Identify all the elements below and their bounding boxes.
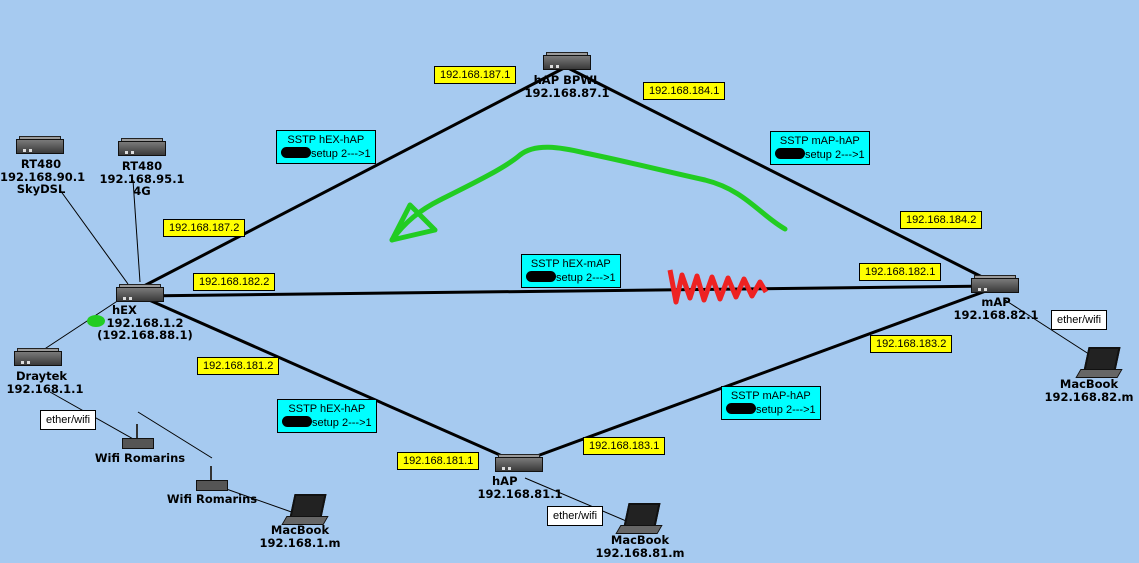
node-name: MacBook [1059, 377, 1119, 391]
ip-label-hex-187: 192.168.187.2 [163, 219, 246, 237]
node-hap-bpwl-label: hAP BPWL 192.168.87.1 [512, 74, 622, 99]
green-arrow-annotation [389, 144, 788, 243]
ip-label-map-182: 192.168.182.1 [859, 263, 942, 281]
tunnel-setup: setup 2--->1 [311, 148, 371, 160]
tunnel-label-map-hap-bottom: SSTP mAP-hAP setup 2--->1 [721, 386, 821, 420]
tunnel-name: SSTP hEX-hAP [288, 403, 366, 415]
link-wifi2-macbook1 [214, 484, 301, 516]
node-ip: 192.168.82.1 [953, 307, 1039, 322]
red-broken-link-annotation [667, 269, 769, 305]
ip-label-hap-bpwl-187: 192.168.187.1 [434, 66, 517, 84]
link-draytek-hex [39, 295, 126, 353]
node-name: hAP [492, 474, 518, 488]
tunnel-name: SSTP hEX-hAP [287, 134, 365, 146]
node-ip: 192.168.95.1 [99, 171, 185, 186]
note-map-link: ether/wifi [1051, 310, 1108, 330]
note-draytek-link: ether/wifi [40, 410, 97, 430]
node-name: Wifi Romarins [166, 492, 258, 506]
node-map-label: mAP 192.168.82.1 [946, 296, 1046, 321]
router-icon[interactable] [971, 275, 1019, 293]
redaction-mark [281, 147, 311, 158]
tunnel-setup: setup 2--->1 [756, 404, 816, 416]
node-wifi1-label: Wifi Romarins [92, 452, 188, 465]
node-ip: 192.168.1.1 [6, 381, 84, 396]
node-name: MacBook [270, 523, 330, 537]
link-hap-macbook81 [524, 477, 639, 527]
node-name: RT480 [20, 157, 62, 171]
access-point-icon[interactable] [122, 424, 154, 449]
link-rt480-4g-hex [132, 179, 141, 283]
node-rt480-sky-label: RT480 192.168.90.1 SkyDSL [0, 157, 86, 196]
laptop-icon[interactable] [615, 503, 663, 534]
node-draytek-label: Draytek 192.168.1.1 [0, 370, 90, 395]
router-icon[interactable] [543, 52, 591, 70]
router-icon[interactable] [118, 138, 166, 156]
link-hex-hap [139, 294, 519, 465]
tunnel-name: SSTP hEX-mAP [530, 258, 611, 270]
ip-label-hap-bpwl-184: 192.168.184.1 [643, 82, 726, 100]
green-mark-annotation [87, 315, 105, 327]
link-rt480-sky-hex [59, 189, 129, 285]
tunnel-setup: setup 2--->1 [805, 149, 865, 161]
node-name: hEX [112, 303, 137, 317]
ip-label-hex-182: 192.168.182.2 [193, 273, 276, 291]
router-icon[interactable] [495, 454, 543, 472]
node-ip: 192.168.87.1 [524, 85, 610, 100]
link-hex-hap-bpwl [139, 65, 567, 290]
tunnel-label-hex-hap-bottom: SSTP hEX-hAP setup 2--->1 [277, 399, 377, 433]
tunnel-name: SSTP mAP-hAP [779, 135, 860, 147]
node-extra: (192.168.88.1) [97, 328, 193, 342]
node-name: hAP BPWL [533, 73, 601, 87]
node-ip: 192.168.90.1 [0, 169, 86, 184]
laptop-icon[interactable] [1075, 347, 1123, 378]
link-map-macbook82 [1004, 299, 1096, 359]
node-extra: 4G [133, 184, 151, 198]
node-extra: SkyDSL [16, 182, 66, 196]
router-icon[interactable] [16, 136, 64, 154]
laptop-icon[interactable] [281, 494, 329, 525]
node-hap-label: hAP 192.168.81.1 [470, 475, 570, 500]
redaction-mark [282, 416, 312, 427]
tunnel-label-hex-hap-top: SSTP hEX-hAP setup 2--->1 [276, 130, 376, 164]
router-icon[interactable] [116, 284, 164, 302]
node-ip: 192.168.1.2 [106, 315, 184, 330]
redaction-mark [526, 271, 556, 282]
tunnel-name: SSTP mAP-hAP [730, 390, 811, 402]
node-hex-label: hEX 192.168.1.2 (192.168.88.1) [90, 304, 200, 342]
node-name: RT480 [121, 159, 163, 173]
node-ip: 192.168.81.m [595, 545, 685, 560]
node-ip: 192.168.82.m [1044, 389, 1134, 404]
node-name: mAP [981, 295, 1011, 309]
node-name: MacBook [610, 533, 670, 547]
tunnel-setup: setup 2--->1 [312, 417, 372, 429]
ip-label-map-184: 192.168.184.2 [900, 211, 983, 229]
ip-label-hex-181: 192.168.181.2 [197, 357, 280, 375]
redaction-mark [775, 148, 805, 159]
router-icon[interactable] [14, 348, 62, 366]
tunnel-setup: setup 2--->1 [556, 272, 616, 284]
ip-label-hap-183: 192.168.183.1 [583, 437, 666, 455]
ip-label-map-183: 192.168.183.2 [870, 335, 953, 353]
access-point-icon[interactable] [196, 466, 228, 491]
node-wifi2-label: Wifi Romarins [164, 493, 260, 506]
tunnel-label-hex-map: SSTP hEX-mAP setup 2--->1 [521, 254, 621, 288]
node-macbook82-label: MacBook 192.168.82.m [1040, 378, 1138, 403]
ip-label-hap-181: 192.168.181.1 [397, 452, 480, 470]
node-ip: 192.168.1.m [259, 535, 341, 550]
link-hap-bpwl-map [565, 65, 995, 285]
node-macbook1-label: MacBook 192.168.1.m [252, 524, 348, 549]
node-name: Draytek [16, 369, 68, 383]
redaction-mark [726, 403, 756, 414]
note-hap-link: ether/wifi [547, 506, 604, 526]
node-ip: 192.168.81.1 [477, 486, 563, 501]
link-hex-map [139, 284, 995, 298]
node-name: Wifi Romarins [94, 451, 186, 465]
tunnel-label-map-hap-top: SSTP mAP-hAP setup 2--->1 [770, 131, 870, 165]
node-macbook81-label: MacBook 192.168.81.m [590, 534, 690, 559]
link-hap-map [517, 286, 995, 465]
node-rt480-4g-label: RT480 192.168.95.1 4G [98, 160, 186, 198]
link-wifi1-wifi2 [137, 411, 213, 459]
green-arrowhead-annotation [389, 202, 438, 243]
